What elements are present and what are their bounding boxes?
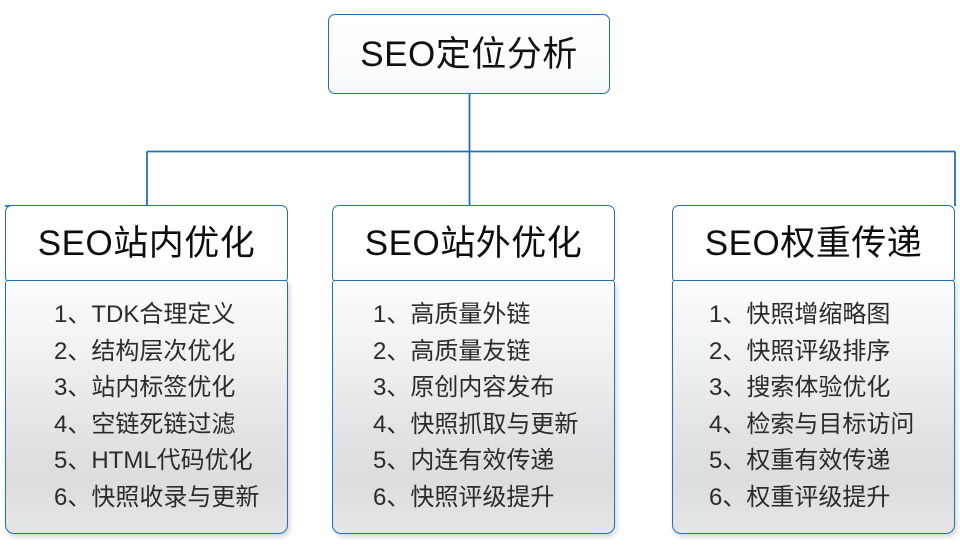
branch-column-2: SEO站外优化 1、高质量外链 2、高质量友链 3、原创内容发布 4、快照抓取与… bbox=[332, 205, 615, 534]
list-item: 2、快照评级排序 bbox=[709, 337, 891, 365]
list-item: 2、结构层次优化 bbox=[54, 337, 236, 365]
list-item: 1、快照增缩略图 bbox=[709, 301, 891, 328]
list-item: 5、HTML代码优化 bbox=[54, 447, 253, 474]
branch-header-1[interactable]: SEO站内优化 bbox=[5, 205, 288, 281]
branch-item-list-1: 1、TDK合理定义 2、结构层次优化 3、站内标签优化 4、空链死链过滤 5、H… bbox=[6, 297, 287, 516]
list-item: 1、高质量外链 bbox=[373, 301, 531, 328]
list-item: 3、站内标签优化 bbox=[54, 374, 236, 401]
branch-column-1: SEO站内优化 1、TDK合理定义 2、结构层次优化 3、站内标签优化 4、空链… bbox=[5, 205, 288, 534]
branch-header-3[interactable]: SEO权重传递 bbox=[672, 205, 955, 281]
list-item: 4、空链死链过滤 bbox=[54, 410, 236, 438]
list-item: 1、TDK合理定义 bbox=[54, 301, 236, 328]
root-node-title: SEO定位分析 bbox=[360, 34, 578, 74]
list-item: 5、内连有效传递 bbox=[373, 447, 555, 474]
branch-body-2: 1、高质量外链 2、高质量友链 3、原创内容发布 4、快照抓取与更新 5、内连有… bbox=[332, 280, 615, 534]
list-item: 6、快照收录与更新 bbox=[54, 483, 260, 511]
branch-body-3: 1、快照增缩略图 2、快照评级排序 3、搜索体验优化 4、检索与目标访问 5、权… bbox=[672, 280, 955, 534]
branch-column-3: SEO权重传递 1、快照增缩略图 2、快照评级排序 3、搜索体验优化 4、检索与… bbox=[672, 205, 955, 534]
root-node[interactable]: SEO定位分析 bbox=[328, 14, 610, 94]
branch-item-list-2: 1、高质量外链 2、高质量友链 3、原创内容发布 4、快照抓取与更新 5、内连有… bbox=[333, 297, 614, 516]
branch-header-title-1: SEO站内优化 bbox=[37, 223, 256, 263]
branch-header-title-3: SEO权重传递 bbox=[704, 223, 923, 263]
list-item: 4、检索与目标访问 bbox=[709, 410, 915, 438]
branch-header-2[interactable]: SEO站外优化 bbox=[332, 205, 615, 281]
branch-header-title-2: SEO站外优化 bbox=[364, 223, 583, 263]
list-item: 2、高质量友链 bbox=[373, 337, 531, 365]
list-item: 5、权重有效传递 bbox=[709, 447, 891, 474]
list-item: 3、原创内容发布 bbox=[373, 374, 555, 401]
list-item: 4、快照抓取与更新 bbox=[373, 410, 579, 438]
branch-body-1: 1、TDK合理定义 2、结构层次优化 3、站内标签优化 4、空链死链过滤 5、H… bbox=[5, 280, 288, 534]
branch-item-list-3: 1、快照增缩略图 2、快照评级排序 3、搜索体验优化 4、检索与目标访问 5、权… bbox=[673, 297, 954, 516]
list-item: 3、搜索体验优化 bbox=[709, 374, 891, 401]
list-item: 6、权重评级提升 bbox=[709, 483, 891, 511]
list-item: 6、快照评级提升 bbox=[373, 483, 555, 511]
